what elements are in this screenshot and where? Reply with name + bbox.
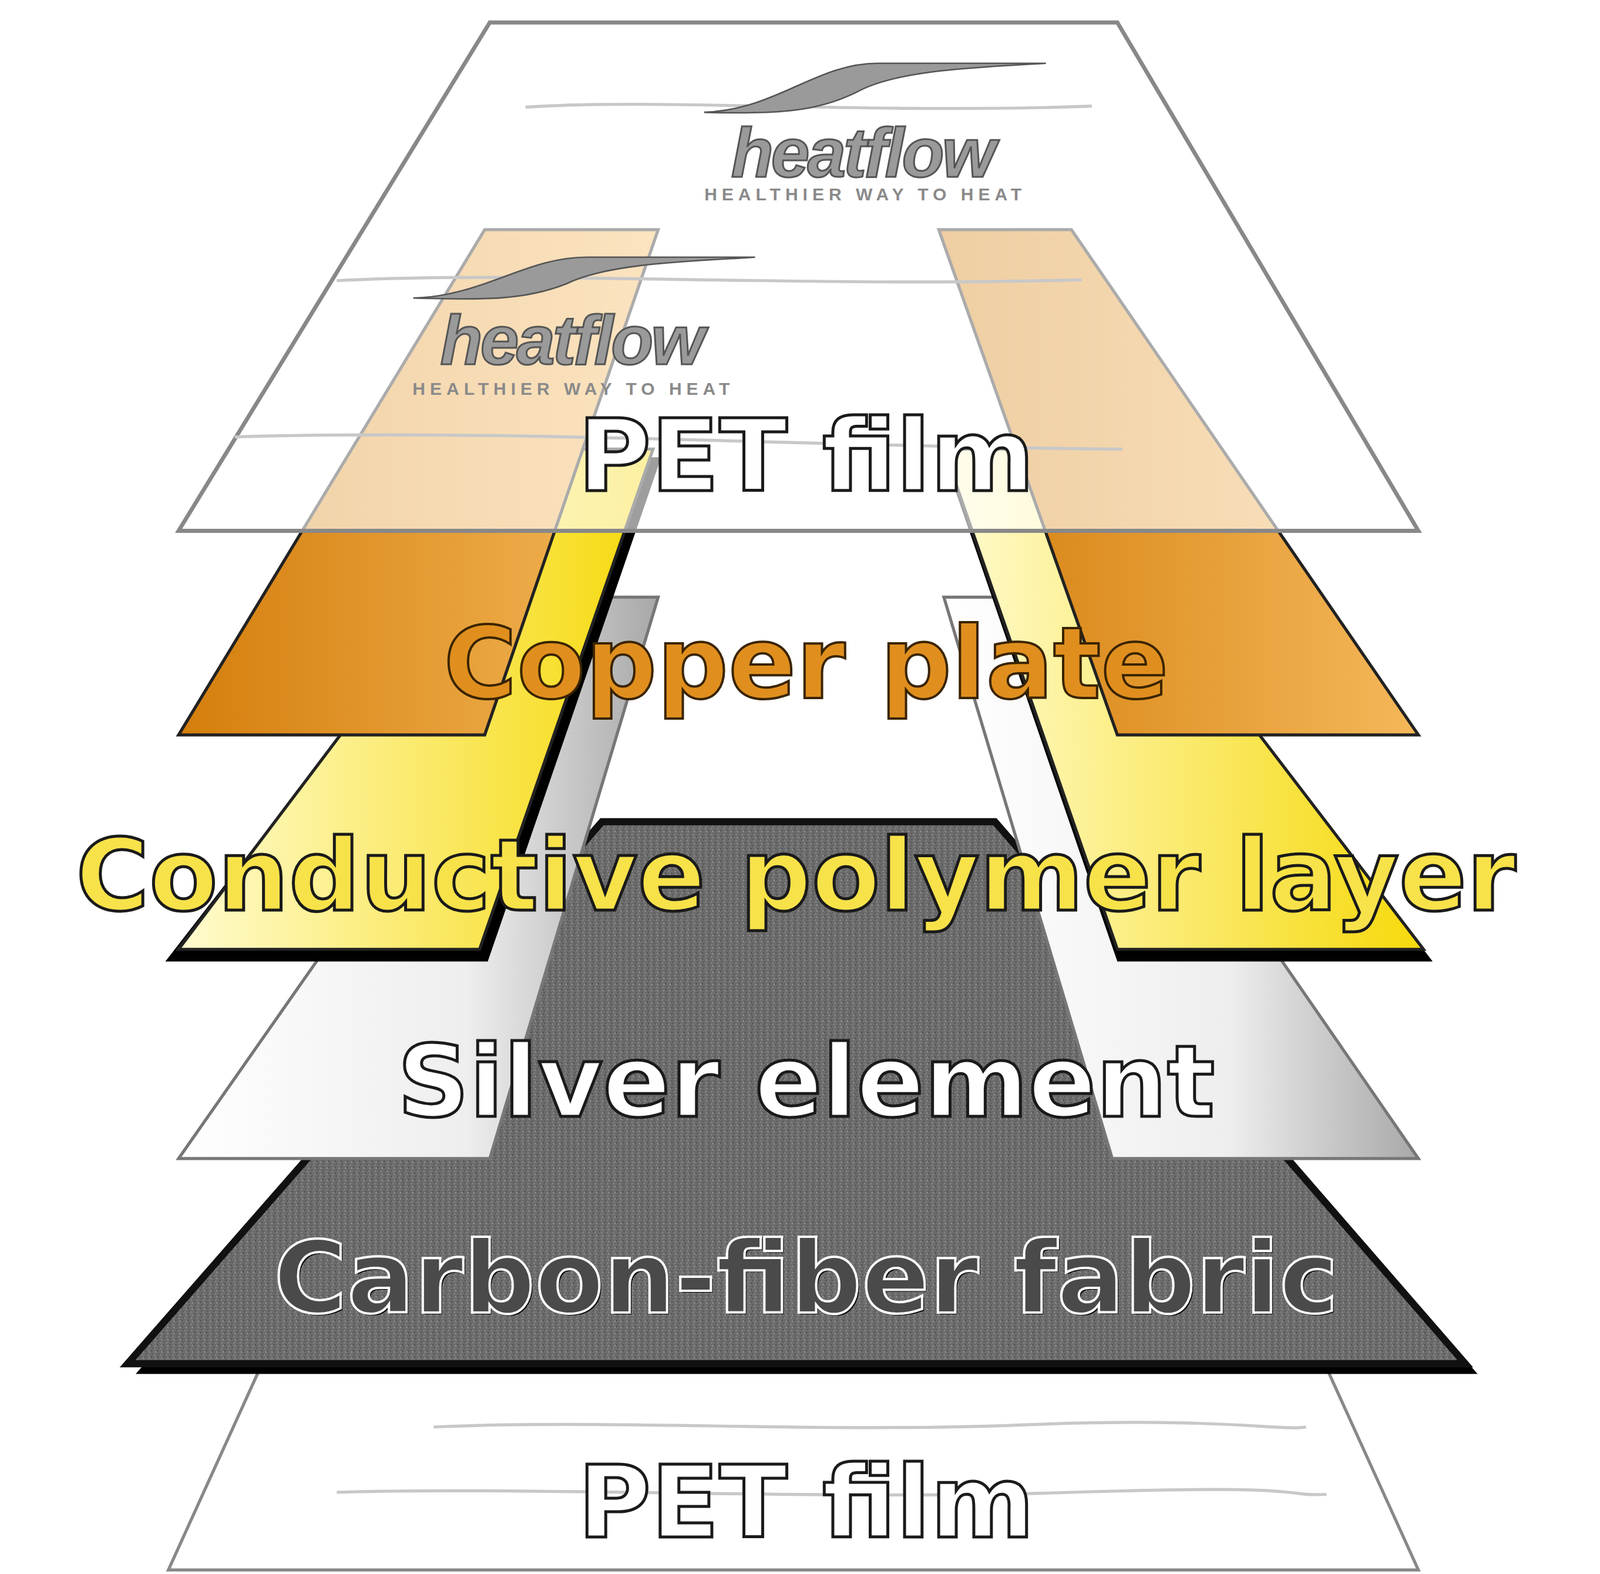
logo-wordmark: heatflow [731,115,994,192]
pet-film-layer [168,1367,1419,1570]
logo-swoosh [413,257,756,299]
pet-film-layer [178,22,1419,531]
logo-swoosh [704,63,1047,113]
layer-name: Copper plate [443,608,1169,719]
layer-name: Carbon-fiber fabric [273,1222,1339,1333]
logo-wordmark: heatflow [440,302,704,379]
layer-name: PET film [577,401,1035,512]
logo-tagline: HEALTHIER WAY TO HEAT [704,184,1027,204]
logo-tagline: HEALTHIER WAY TO HEAT [412,378,735,399]
layer-name: Conductive polymer layer [75,820,1517,931]
layer-name: Silver element [397,1026,1216,1137]
layer-name: PET film [577,1447,1035,1558]
